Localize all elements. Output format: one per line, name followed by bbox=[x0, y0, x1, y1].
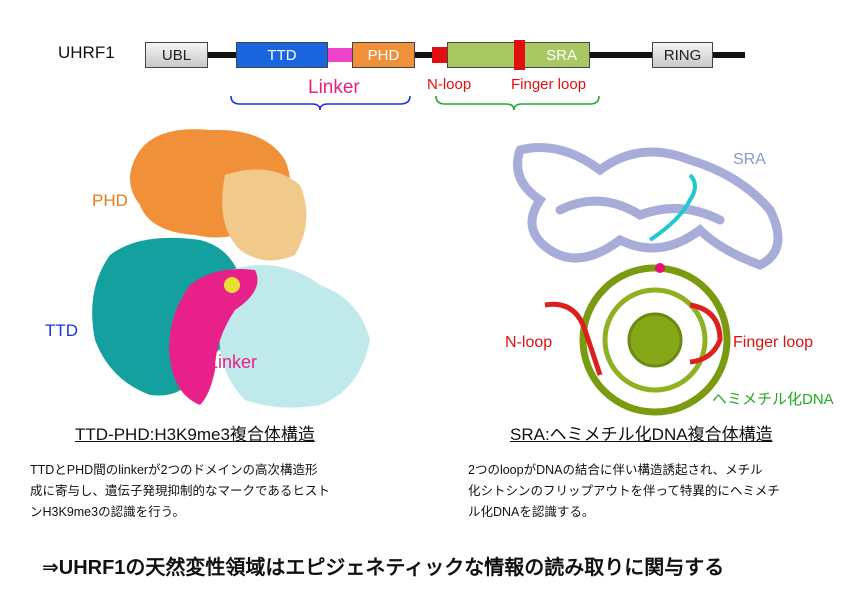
structure-illustrations bbox=[92, 95, 783, 416]
ttd-structure-label: TTD bbox=[45, 321, 79, 340]
domain-sra-label: SRA bbox=[546, 46, 577, 64]
finger-loop-ribbon bbox=[689, 302, 723, 365]
sra-dna-structure bbox=[513, 143, 783, 416]
finger-loop-label: Finger loop bbox=[511, 76, 587, 93]
left-description-line: ンH3K9me3の認識を行う。 bbox=[30, 505, 185, 519]
dna-structure-label: ヘミメチル化DNA bbox=[712, 391, 834, 408]
phd-tan-surface bbox=[222, 169, 307, 261]
left-description-line: TTDとPHD間のlinkerが2つのドメインの高次構造形 bbox=[30, 463, 318, 477]
left-heading: TTD-PHD:H3K9me3複合体構造 bbox=[75, 425, 315, 444]
linker-surface bbox=[169, 269, 258, 405]
right-description: 2つのloopがDNAの結合に伴い構造誘起され、メチル 化シトシンのフリップアウ… bbox=[468, 460, 780, 523]
domain-n-loop bbox=[432, 47, 447, 63]
cyan-loop bbox=[648, 173, 697, 242]
domain-ubl: UBL bbox=[145, 42, 208, 68]
n-loop-structure-label: N-loop bbox=[505, 334, 553, 351]
phd-structure-label: PHD bbox=[92, 191, 128, 210]
finger-loop-structure-label: Finger loop bbox=[733, 334, 814, 351]
n-loop-ribbon bbox=[544, 301, 603, 376]
ttd-phd-surface bbox=[92, 129, 370, 408]
blue-brace bbox=[230, 95, 411, 111]
left-description: TTDとPHD間のlinkerが2つのドメインの高次構造形 成に寄与し、遺伝子発… bbox=[30, 460, 330, 523]
cyan-surface bbox=[219, 265, 370, 408]
conclusion: ⇒UHRF1の天然変性領域はエピジェネティックな情報の読み取りに関与する bbox=[42, 557, 725, 579]
right-heading: SRA:ヘミメチル化DNA複合体構造 bbox=[510, 425, 773, 444]
protein-name: UHRF1 bbox=[58, 43, 115, 62]
domain-linker bbox=[328, 48, 352, 62]
linker-structure-label: Linker bbox=[208, 352, 258, 372]
sra-ribbon bbox=[513, 143, 783, 270]
domain-ttd: TTD bbox=[236, 42, 328, 68]
right-description-line: ル化DNAを認識する。 bbox=[468, 505, 595, 519]
domain-finger-loop bbox=[514, 40, 525, 70]
sra-structure-label: SRA bbox=[733, 151, 766, 168]
right-description-line: 2つのloopがDNAの結合に伴い構造誘起され、メチル bbox=[468, 463, 763, 477]
right-description-line: 化シトシンのフリップアウトを伴って特異的にヘミメチ bbox=[468, 484, 780, 498]
green-brace bbox=[435, 95, 600, 111]
domain-phd: PHD bbox=[352, 42, 415, 68]
domain-ring: RING bbox=[652, 42, 713, 68]
linker-label: Linker bbox=[308, 77, 360, 98]
n-loop-label: N-loop bbox=[427, 76, 472, 93]
left-description-line: 成に寄与し、遺伝子発現抑制的なマークであるヒスト bbox=[30, 484, 330, 498]
